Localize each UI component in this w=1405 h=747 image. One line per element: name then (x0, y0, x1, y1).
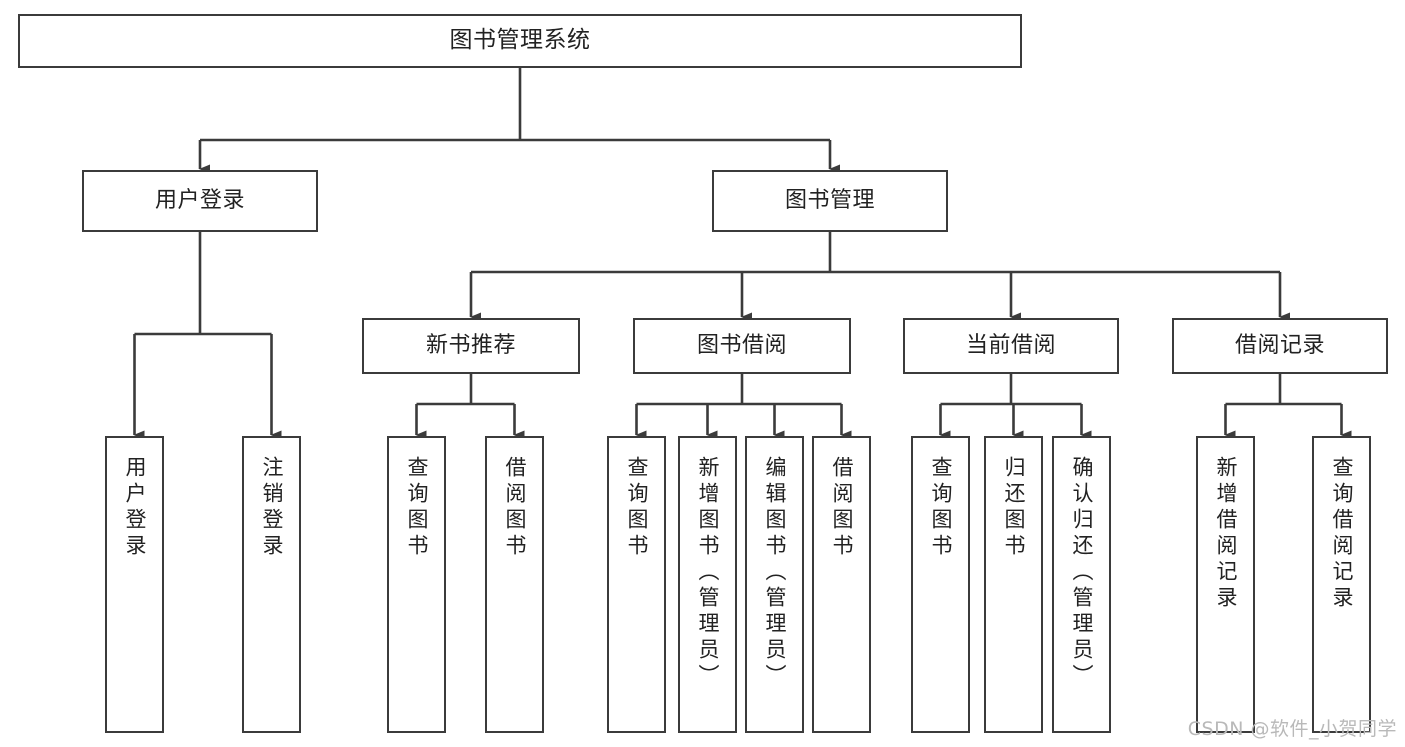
watermark: CSDN @软件_小贺同学 (1187, 718, 1397, 740)
node-user-login[interactable]: 用户登录 (82, 170, 318, 232)
node-label: 查询图书 (405, 456, 429, 560)
node-leaf-query-book-3[interactable]: 查询图书 (911, 436, 970, 733)
node-label: 借阅记录 (1234, 332, 1325, 358)
node-borrow-record[interactable]: 借阅记录 (1172, 318, 1388, 374)
node-leaf-query-record[interactable]: 查询借阅记录 (1312, 436, 1371, 733)
node-label: 图书管理 (784, 187, 875, 213)
node-label: 查询图书 (625, 456, 649, 560)
node-label: 当前借阅 (965, 332, 1056, 358)
node-leaf-return-book[interactable]: 归还图书 (984, 436, 1043, 733)
node-label: 用户登录 (123, 456, 147, 560)
node-label: 用户登录 (154, 187, 245, 213)
node-label: 借阅图书 (830, 456, 854, 560)
node-root[interactable]: 图书管理系统 (18, 14, 1022, 68)
node-label: 编辑图书（管理员） (763, 456, 787, 690)
node-leaf-add-book[interactable]: 新增图书（管理员） (678, 436, 737, 733)
node-label: 查询借阅记录 (1330, 456, 1354, 612)
node-label: 图书管理系统 (449, 27, 591, 54)
node-leaf-query-book-2[interactable]: 查询图书 (607, 436, 666, 733)
node-label: 查询图书 (929, 456, 953, 560)
node-label: 归还图书 (1002, 456, 1026, 560)
node-leaf-borrow-book-2[interactable]: 借阅图书 (812, 436, 871, 733)
node-current-borrow[interactable]: 当前借阅 (903, 318, 1119, 374)
node-leaf-borrow-book-1[interactable]: 借阅图书 (485, 436, 544, 733)
node-leaf-user-login[interactable]: 用户登录 (105, 436, 164, 733)
node-label: 注销登录 (260, 456, 284, 560)
node-label: 确认归还（管理员） (1070, 456, 1094, 690)
node-label: 新增借阅记录 (1214, 456, 1238, 612)
node-label: 新增图书（管理员） (696, 456, 720, 690)
node-book-manage[interactable]: 图书管理 (712, 170, 948, 232)
node-book-borrow[interactable]: 图书借阅 (633, 318, 851, 374)
node-leaf-logout[interactable]: 注销登录 (242, 436, 301, 733)
node-leaf-confirm-return[interactable]: 确认归还（管理员） (1052, 436, 1111, 733)
node-leaf-add-record[interactable]: 新增借阅记录 (1196, 436, 1255, 733)
node-label: 新书推荐 (425, 332, 516, 358)
node-leaf-edit-book[interactable]: 编辑图书（管理员） (745, 436, 804, 733)
node-label: 借阅图书 (503, 456, 527, 560)
node-leaf-query-book-1[interactable]: 查询图书 (387, 436, 446, 733)
node-new-book-recommend[interactable]: 新书推荐 (362, 318, 580, 374)
node-label: 图书借阅 (696, 332, 787, 358)
